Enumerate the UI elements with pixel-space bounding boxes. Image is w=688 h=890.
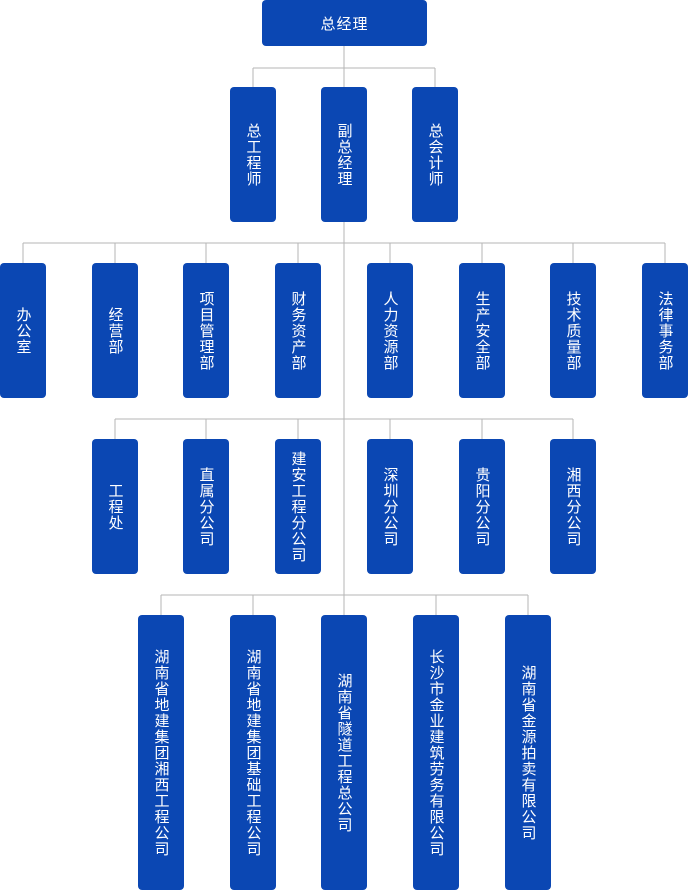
- node-subsidiary: 长沙市金业建筑劳务有限公司: [413, 615, 459, 890]
- node-deputy-general-manager: 副总经理: [321, 87, 367, 222]
- node-branch: 贵阳分公司: [459, 439, 505, 574]
- node-department: 办公室: [0, 263, 46, 398]
- node-branch: 工程处: [92, 439, 138, 574]
- node-chief-engineer: 总工程师: [230, 87, 276, 222]
- node-department: 财务资产部: [275, 263, 321, 398]
- node-branch: 湘西分公司: [550, 439, 596, 574]
- node-branch: 建安工程分公司: [275, 439, 321, 574]
- node-department: 技术质量部: [550, 263, 596, 398]
- node-subsidiary: 湖南省地建集团基础工程公司: [230, 615, 276, 890]
- node-subsidiary: 湖南省地建集团湘西工程公司: [138, 615, 184, 890]
- node-branch: 直属分公司: [183, 439, 229, 574]
- node-department: 经营部: [92, 263, 138, 398]
- node-subsidiary: 湖南省隧道工程总公司: [321, 615, 367, 890]
- node-department: 人力资源部: [367, 263, 413, 398]
- node-subsidiary: 湖南省金源拍卖有限公司: [505, 615, 551, 890]
- node-branch: 深圳分公司: [367, 439, 413, 574]
- node-department: 法律事务部: [642, 263, 688, 398]
- node-department: 生产安全部: [459, 263, 505, 398]
- node-chief-accountant: 总会计师: [412, 87, 458, 222]
- node-department: 项目管理部: [183, 263, 229, 398]
- node-general-manager: 总经理: [262, 0, 427, 46]
